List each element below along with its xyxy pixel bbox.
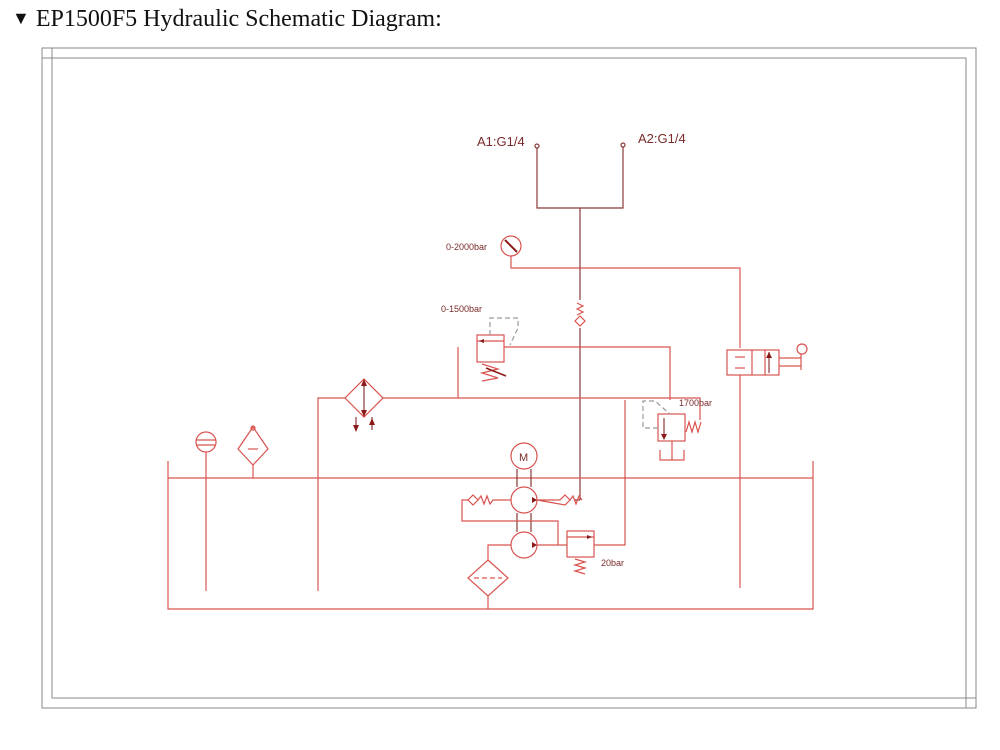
suction-filter (467, 544, 511, 609)
svg-text:0-1500bar: 0-1500bar (441, 304, 482, 314)
svg-text:1700bar: 1700bar (679, 398, 712, 408)
check-valve-main (574, 302, 586, 327)
directional-valve (726, 343, 808, 588)
relief-valve-adjustable: 0-1500bar (441, 304, 671, 400)
svg-text:0-2000bar: 0-2000bar (446, 242, 487, 252)
heading-title: EP1500F5 Hydraulic Schematic Diagram: (35, 6, 442, 32)
high-pressure-pump (510, 486, 538, 514)
collapse-triangle-icon[interactable]: ▼ (12, 8, 30, 28)
reservoir-tank (167, 461, 814, 610)
svg-text:20bar: 20bar (601, 558, 624, 568)
low-pressure-pump (510, 531, 538, 559)
port-lines (536, 147, 624, 268)
port-a1: A1:G1/4 (477, 134, 540, 149)
svg-text:M: M (519, 452, 528, 464)
check-valve-right (536, 494, 583, 506)
port-a2: A2:G1/4 (620, 131, 686, 148)
page-heading: ▼EP1500F5 Hydraulic Schematic Diagram: (12, 6, 442, 33)
electric-motor: M (510, 442, 538, 532)
breather-filter (237, 425, 269, 478)
drawing-frame (41, 47, 977, 709)
svg-text:A1:G1/4: A1:G1/4 (477, 134, 525, 149)
pressure-gauge: 0-2000bar (446, 235, 741, 348)
svg-text:A2:G1/4: A2:G1/4 (638, 131, 686, 146)
relief-valve-low: 20bar (537, 400, 626, 575)
cooler (344, 378, 384, 432)
main-pressure-line (574, 268, 581, 501)
level-gauge (195, 431, 217, 591)
return-line (317, 397, 701, 591)
check-valve-left (461, 494, 559, 545)
relief-valve-fixed: 1700bar (642, 398, 712, 461)
